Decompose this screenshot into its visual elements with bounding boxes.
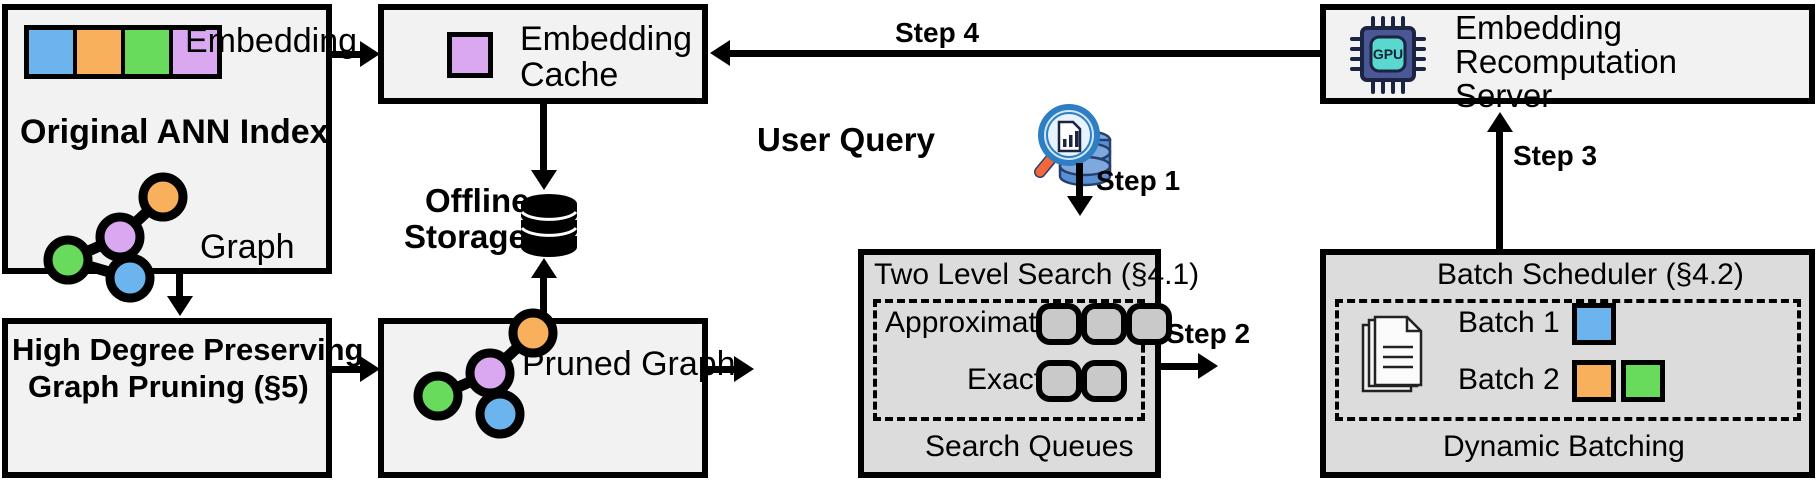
approximate-queue-2[interactable] bbox=[1081, 303, 1127, 345]
search-queues-caption: Search Queues bbox=[925, 430, 1134, 463]
graph-node-green bbox=[43, 235, 93, 285]
magnifier-database-icon bbox=[1034, 104, 1112, 187]
arrow-index-to-pruning-head bbox=[167, 296, 193, 316]
arrow-index-to-cache-line bbox=[332, 51, 364, 58]
gpu-chip-icon: GPU bbox=[1350, 16, 1426, 94]
arrow-step1-head bbox=[1067, 196, 1093, 216]
step4-label: Step 4 bbox=[895, 17, 980, 48]
recomputation-server-line3: Server bbox=[1455, 77, 1553, 114]
embedding-vector-strip bbox=[24, 25, 222, 79]
arrow-prunedgraph-to-storage-line bbox=[540, 275, 547, 319]
arrow-prunedgraph-to-search-line bbox=[708, 366, 736, 373]
batch-2-chip-green bbox=[1621, 360, 1665, 402]
embedding-cache-title-line1: Embedding bbox=[520, 20, 693, 58]
embedding-label: Embedding bbox=[185, 22, 358, 60]
pruned-graph-illustration bbox=[413, 308, 558, 439]
dynamic-batching-dashed-region bbox=[1335, 299, 1801, 421]
embedding-cache-box bbox=[378, 4, 708, 104]
arrow-pruning-to-prunedgraph-head bbox=[360, 356, 380, 382]
arrow-index-to-cache-head bbox=[360, 41, 380, 67]
recomputation-server-line1: Embedding bbox=[1455, 9, 1622, 46]
approximate-queue-1[interactable] bbox=[1036, 303, 1082, 345]
graph-pruning-line1: High Degree Preserving bbox=[12, 332, 364, 367]
arrow-prunedgraph-to-search-head bbox=[734, 356, 754, 382]
arrow-cache-to-storage-line bbox=[540, 104, 547, 176]
search-queues-dashed-region bbox=[873, 299, 1145, 421]
arrow-step2-line bbox=[1161, 363, 1201, 370]
batch-scheduler-title: Batch Scheduler (§4.2) bbox=[1437, 258, 1744, 291]
arrow-step3-head bbox=[1487, 112, 1513, 132]
batch-2-chip-orange bbox=[1572, 360, 1616, 402]
batch-1-label: Batch 1 bbox=[1458, 306, 1560, 339]
two-level-search-title: Two Level Search (§4.1) bbox=[874, 258, 1200, 291]
embedding-cell-blue bbox=[29, 30, 77, 74]
approximate-queue-3[interactable] bbox=[1126, 303, 1172, 345]
arrow-prunedgraph-to-storage-head bbox=[531, 258, 557, 278]
batch-scheduler-box bbox=[1320, 249, 1815, 478]
embedding-cache-chip bbox=[447, 32, 493, 78]
graph-node-orange bbox=[138, 172, 188, 222]
embedding-cell-purple bbox=[173, 30, 217, 74]
step1-label: Step 1 bbox=[1096, 165, 1181, 196]
approximate-row-label: Approximate bbox=[885, 306, 1054, 339]
arrow-step2-head bbox=[1198, 353, 1218, 379]
arrow-step4-head bbox=[710, 40, 730, 66]
graph-pruning-box bbox=[2, 318, 332, 478]
pruned-node-purple bbox=[465, 348, 515, 398]
embedding-cell-green bbox=[125, 30, 173, 74]
arrow-step3-line bbox=[1496, 130, 1503, 250]
arrow-cache-to-storage-head bbox=[531, 170, 557, 190]
arrow-pruning-to-prunedgraph-line bbox=[332, 366, 364, 373]
batch-2-label: Batch 2 bbox=[1458, 363, 1560, 396]
arrow-index-to-pruning-line bbox=[176, 274, 183, 302]
recomputation-server-line2: Recomputation bbox=[1455, 43, 1677, 80]
database-icon bbox=[520, 194, 578, 257]
exact-queue-2[interactable] bbox=[1081, 360, 1127, 402]
pruned-node-green bbox=[413, 371, 463, 421]
original-index-graph bbox=[43, 172, 188, 303]
pruned-node-blue bbox=[475, 389, 525, 439]
graph-node-purple bbox=[95, 212, 145, 262]
offline-storage-line1: Offline bbox=[425, 182, 530, 219]
graph-pruning-line2: Graph Pruning (§5) bbox=[28, 369, 309, 404]
offline-storage-line2: Storage bbox=[404, 218, 527, 255]
user-query-label: User Query bbox=[757, 121, 935, 158]
dynamic-batching-caption: Dynamic Batching bbox=[1443, 430, 1685, 463]
arrow-step4-line bbox=[728, 50, 1322, 57]
graph-node-blue bbox=[105, 253, 155, 303]
pruned-node-orange bbox=[508, 308, 558, 358]
embedding-cell-orange bbox=[77, 30, 125, 74]
step2-label: Step 2 bbox=[1166, 318, 1251, 349]
batch-1-chip-blue bbox=[1572, 303, 1616, 345]
documents-icon bbox=[1361, 315, 1423, 393]
original-ann-index-title: Original ANN Index bbox=[20, 113, 329, 151]
step3-label: Step 3 bbox=[1513, 140, 1598, 171]
gpu-chip-text: GPU bbox=[1373, 46, 1403, 62]
arrow-step1-line bbox=[1076, 163, 1083, 203]
embedding-cache-title-line2: Cache bbox=[520, 56, 619, 94]
graph-label: Graph bbox=[200, 228, 295, 266]
exact-row-label: Exact bbox=[967, 363, 1043, 396]
exact-queue-1[interactable] bbox=[1036, 360, 1082, 402]
pruned-graph-label: Pruned Graph bbox=[522, 345, 736, 383]
